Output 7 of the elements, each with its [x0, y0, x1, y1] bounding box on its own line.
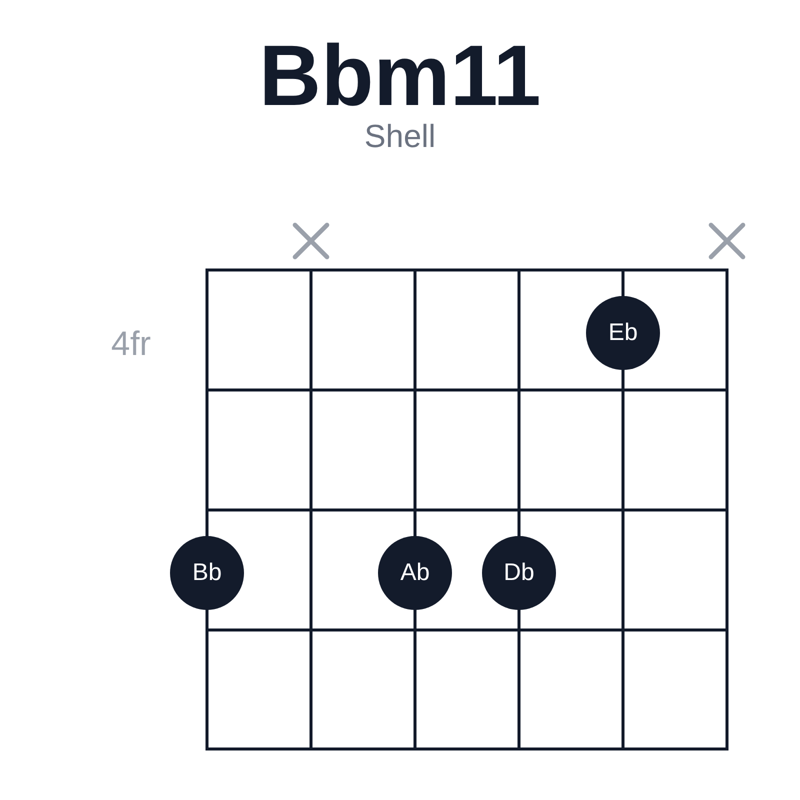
fret-number: 4fr: [111, 327, 151, 361]
finger-dot: Ab: [378, 536, 452, 610]
finger-dot: Bb: [170, 536, 244, 610]
voicing-subtitle: Shell: [364, 120, 436, 152]
finger-dot: Eb: [586, 296, 660, 370]
finger-dot: Db: [482, 536, 556, 610]
chord-title: Bbm11: [258, 33, 542, 119]
